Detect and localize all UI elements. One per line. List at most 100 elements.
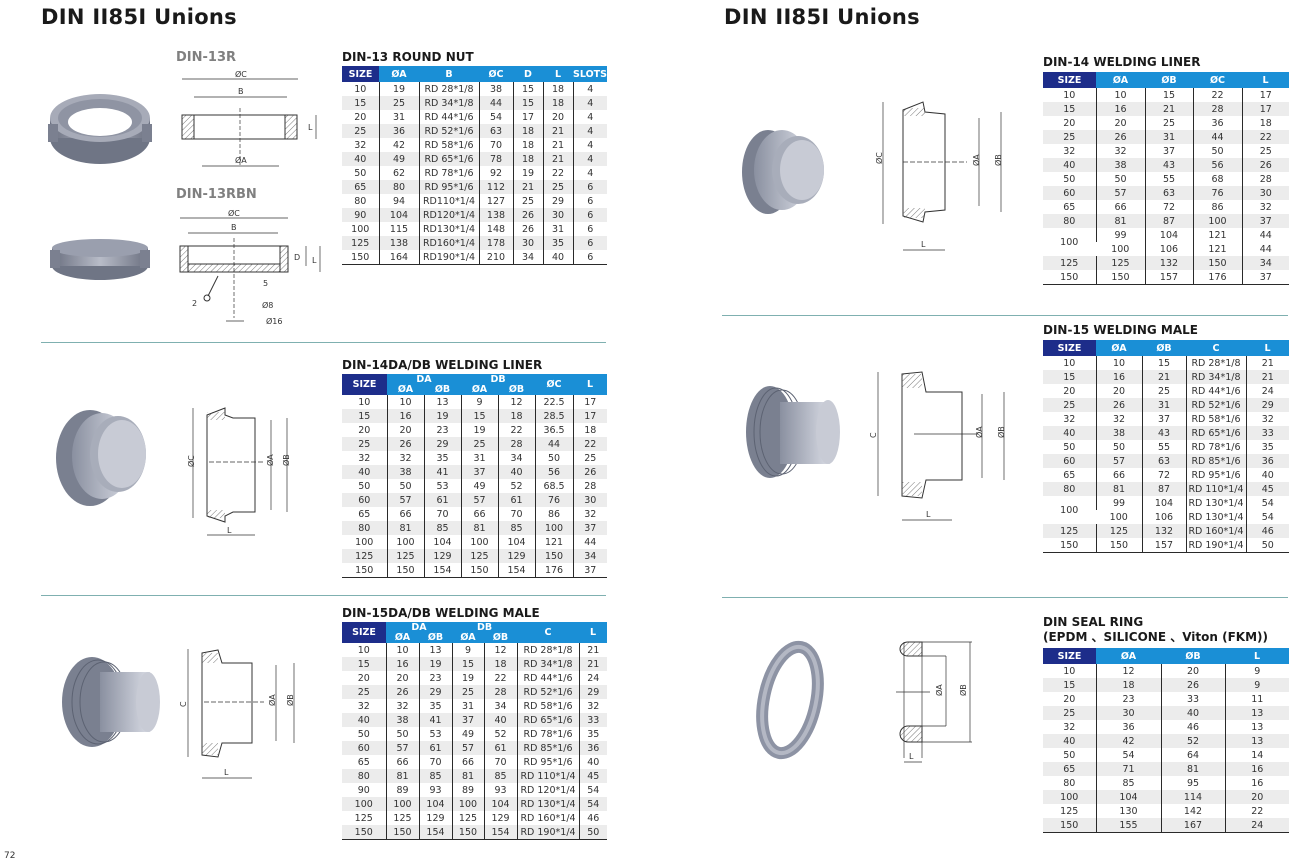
value-cell: 95 [1160,776,1225,790]
value-cell: 100 [385,797,419,811]
svg-text:L: L [312,256,317,265]
value-cell: 50 [534,451,574,465]
din15-table-title: DIN-15 WELDING MALE [1043,323,1198,337]
value-cell: 43 [1144,158,1193,172]
col-header-a: ØA [1096,72,1145,88]
value-cell: 18 [1095,678,1161,692]
value-cell: 81 [385,769,419,783]
value-cell: 104 [1144,228,1193,242]
value-cell: RD 28*1/8 [1185,356,1246,370]
value-cell: 38 [385,713,419,727]
value-cell: 71 [1095,762,1161,776]
value-cell: 15 [1144,88,1193,102]
size-cell: 80 [1063,777,1076,789]
value-cell: 25 [378,96,419,110]
col-header-l: L [579,622,608,643]
value-cell: 112 [478,180,513,194]
value-cell: 49 [451,727,484,741]
col-header-db-b: ØB [498,385,536,395]
value-cell: 129 [483,811,518,825]
size-cell: 10 [354,83,367,95]
value-cell: 15 [512,96,543,110]
din13rbn-technical-drawing: ØC B 2 5 Ø8 Ø16 D L [179,208,321,326]
value-cell: 35 [578,727,608,741]
value-cell: 70 [478,138,513,152]
size-cell: 50 [1063,749,1076,761]
value-cell: 20 [542,110,573,124]
value-cell: 57 [386,493,424,507]
col-header-b: ØB [1161,648,1225,664]
size-cell: 15 [342,409,387,423]
value-cell: 24 [1245,384,1289,398]
value-cell: 80 [378,180,419,194]
value-cell: 15 [460,409,498,423]
size-cell: 32 [357,700,370,712]
size-cell: 125 [1060,805,1079,817]
value-cell: 104 [1141,496,1186,510]
value-cell: 6 [572,236,607,250]
size-cell: 15 [342,657,386,671]
value-cell: RD 52*1/6 [418,124,479,138]
value-cell: 99 [1095,228,1145,242]
value-cell: 22 [1192,88,1242,102]
value-cell: 35 [542,236,573,250]
value-cell: 21 [542,152,573,166]
value-cell: 132 [1141,524,1186,538]
svg-text:L: L [227,526,232,535]
din15dadb-product-image [62,657,160,747]
value-cell: 129 [418,811,452,825]
value-cell: 15 [451,657,484,671]
value-cell: 41 [418,713,452,727]
value-cell: 15 [1141,356,1186,370]
value-cell: 125 [386,549,424,563]
value-cell: 6 [572,250,607,265]
value-cell: 76 [1192,186,1242,200]
value-cell: 129 [423,549,461,563]
value-cell: 28 [497,437,536,451]
svg-text:D: D [294,253,300,262]
value-cell: RD120*1/4 [418,208,479,222]
value-cell: 57 [451,741,484,755]
size-cell: 100 [1043,790,1096,804]
value-cell: RD 190*1/4 [1185,538,1246,553]
value-cell: 25 [542,180,573,194]
value-cell: 63 [1141,454,1186,468]
svg-text:Ø16: Ø16 [266,316,282,326]
size-cell: 25 [1043,130,1096,144]
value-cell: 21 [542,124,573,138]
value-cell: 18 [542,82,573,96]
size-cell: 65 [1063,469,1076,481]
value-cell: RD 58*1/6 [516,699,580,713]
value-cell: 66 [1095,468,1142,482]
value-cell: 24 [1224,818,1289,833]
value-cell: 31 [542,222,573,236]
value-cell: 70 [497,507,536,521]
value-cell: RD 110*1/4 [1185,482,1246,496]
size-cell: 40 [342,152,379,166]
value-cell: 99 [1095,496,1142,510]
value-cell: 100 [1192,214,1242,228]
size-cell: 32 [354,139,367,151]
din15-product-image [746,386,840,478]
size-cell: 50 [358,480,371,492]
value-cell: 94 [378,194,419,208]
value-cell: 26 [512,222,543,236]
value-cell: 127 [478,194,513,208]
value-cell: 178 [478,236,513,250]
size-cell: 20 [357,672,370,684]
value-cell: 32 [1241,200,1289,214]
size-cell: 40 [1043,426,1096,440]
value-cell: RD 28*1/8 [516,643,580,657]
value-cell: 6 [572,222,607,236]
value-cell: 10 [1095,88,1145,102]
value-cell: RD 120*1/4 [516,783,580,797]
